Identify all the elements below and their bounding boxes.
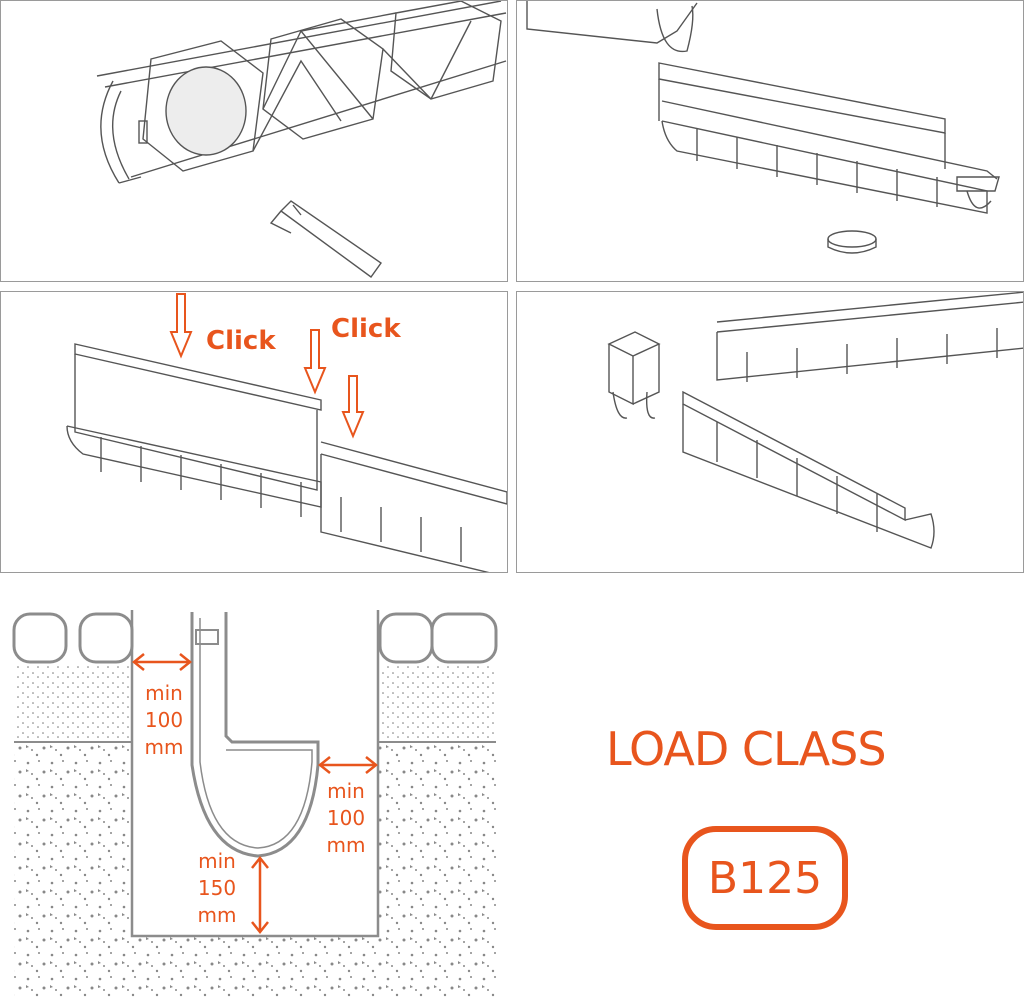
click-label-2: Click <box>331 314 401 344</box>
step-4-panel <box>516 291 1024 573</box>
channel-cutout-illustration <box>96 1 507 278</box>
end-cap-illustration <box>526 1 1000 254</box>
load-class-badge: B125 <box>682 826 848 930</box>
installation-cross-section: min 100 mm min 100 mm min 150 mm <box>0 590 510 997</box>
min-right-line2: 100 <box>326 806 366 830</box>
load-class-value: B125 <box>707 852 823 904</box>
click-label-1: Click <box>206 326 276 356</box>
min-left-line2: 100 <box>144 708 184 732</box>
step-2-panel <box>516 0 1024 282</box>
channel-connection-illustration <box>66 293 507 572</box>
min-width-right-label: min 100 mm <box>316 778 376 859</box>
min-right-line1: min <box>327 779 365 803</box>
min-bottom-line2: 150 <box>197 876 237 900</box>
cross-section-drawing <box>12 610 498 997</box>
min-bottom-line3: mm <box>197 903 237 927</box>
step-1-panel <box>0 0 508 282</box>
min-width-left-label: min 100 mm <box>136 680 192 761</box>
min-depth-bottom-label: min 150 mm <box>188 848 246 929</box>
load-class-title: LOAD CLASS <box>606 722 887 776</box>
min-bottom-line1: min <box>198 849 236 873</box>
outlet-box-illustration <box>607 292 1023 549</box>
min-right-line3: mm <box>326 833 366 857</box>
min-left-line1: min <box>145 681 183 705</box>
step-3-panel: Click Click <box>0 291 508 573</box>
min-left-line3: mm <box>144 735 184 759</box>
